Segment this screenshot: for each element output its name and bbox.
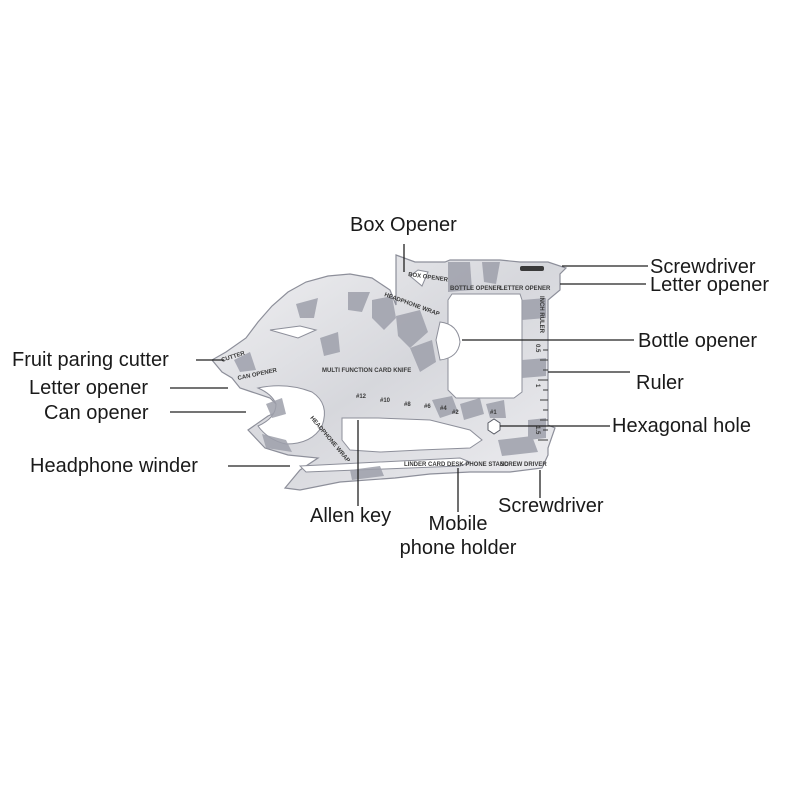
label-hexagonal-hole: Hexagonal hole — [612, 415, 751, 437]
engraving-ruler-one: 1 — [534, 384, 540, 388]
tiger-eye — [269, 325, 318, 339]
tiger-card-tool: BOX OPENER BOTTLE OPENER LETTER OPENER H… — [211, 254, 568, 491]
engraving-hex-12: #12 — [356, 394, 367, 400]
engraving-letter-opener: LETTER OPENER — [500, 286, 551, 292]
bottle-opener-hook — [435, 321, 461, 361]
label-fruit-paring-cutter: Fruit paring cutter — [12, 349, 169, 371]
label-mobile-phone-holder: Mobile phone holder — [399, 513, 517, 559]
engraving-hex-6: #6 — [424, 404, 431, 410]
label-bottle-opener: Bottle opener — [638, 330, 757, 352]
engraving-phone-stand: LINDER CARD DESK PHONE STAND — [404, 462, 509, 468]
engraving-hex-2: #2 — [452, 410, 459, 416]
box-opener-notch — [409, 269, 429, 287]
label-letter-opener-right: Letter opener — [650, 274, 769, 296]
headphone-winder-slot — [298, 457, 472, 473]
label-box-opener: Box Opener — [350, 214, 457, 236]
label-can-opener: Can opener — [44, 402, 149, 424]
allen-key-cutout — [341, 417, 483, 453]
engraving-ruler-one-half: 1.5 — [534, 426, 540, 435]
label-allen-key: Allen key — [310, 505, 392, 527]
engraving-inch-ruler: INCH RULER — [538, 296, 544, 334]
engraving-hex-10: #10 — [380, 398, 391, 404]
engraving-multi-function: MULTI FUNCTION CARD KNIFE — [322, 368, 411, 374]
engraving-hex-1: #1 — [490, 410, 497, 416]
engraving-screw-driver: SCREW DRIVER — [500, 462, 547, 468]
engraving-ruler-half: 0.5 — [534, 344, 540, 353]
tiger-stripes — [234, 262, 546, 480]
label-screwdriver-top: Screwdriver — [650, 256, 756, 278]
label-ruler: Ruler — [636, 372, 684, 394]
label-screwdriver-bottom: Screwdriver — [498, 495, 604, 517]
label-headphone-winder: Headphone winder — [30, 455, 198, 477]
leader-lines — [170, 244, 648, 512]
engraving-hex-4: #4 — [440, 406, 447, 412]
screwdriver-slot-top — [520, 266, 544, 271]
engraving-hex-8: #8 — [404, 402, 411, 408]
hexagonal-hole — [487, 418, 501, 435]
engraving-bottle-opener: BOTTLE OPENER — [450, 286, 502, 292]
engraving-box-opener: BOX OPENER — [408, 272, 449, 284]
label-letter-opener-left: Letter opener — [29, 377, 148, 399]
